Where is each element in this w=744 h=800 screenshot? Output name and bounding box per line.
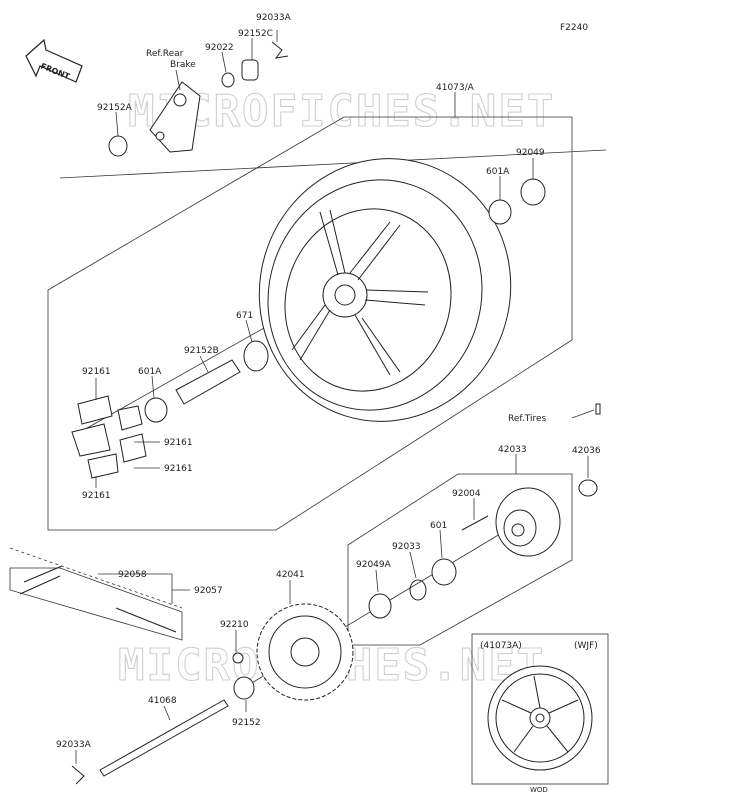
label-92161-r1: 92161 bbox=[164, 438, 193, 448]
inset-left-label: (41073A) bbox=[480, 641, 522, 651]
label-92057: 92057 bbox=[194, 586, 223, 596]
nut-92210 bbox=[232, 652, 244, 664]
inset-frame bbox=[471, 633, 609, 785]
label-92033: 92033 bbox=[392, 542, 421, 552]
label-ref-rear-brake-2: Brake bbox=[170, 60, 196, 70]
label-92152C: 92152C bbox=[238, 29, 273, 39]
bearing-601A-mid bbox=[144, 397, 168, 423]
label-601A-mid: 601A bbox=[138, 367, 162, 377]
rear-wheel bbox=[258, 158, 512, 422]
wheel-assembly-frame bbox=[47, 116, 573, 531]
stud-92004 bbox=[461, 515, 489, 531]
label-671: 671 bbox=[236, 311, 253, 321]
label-ref-rear-brake-1: Ref.Rear bbox=[146, 49, 184, 59]
valve-ref-tires bbox=[595, 403, 601, 415]
cap-42036 bbox=[578, 479, 598, 497]
seal-92049A bbox=[368, 593, 392, 619]
watermark-top: MICROFICHES.NET bbox=[128, 86, 555, 137]
brake-bracket bbox=[149, 81, 201, 153]
collar-92152C bbox=[241, 59, 259, 81]
label-ref-tires: Ref.Tires bbox=[508, 414, 547, 424]
label-92152B: 92152B bbox=[184, 346, 219, 356]
label-42041: 42041 bbox=[276, 570, 305, 580]
label-601A-top: 601A bbox=[486, 167, 510, 177]
inset-right-label: (WJF) bbox=[574, 641, 598, 651]
label-42033: 42033 bbox=[498, 445, 527, 455]
sprocket-42041 bbox=[256, 603, 354, 701]
o-ring-671 bbox=[243, 340, 269, 372]
chain-92057 bbox=[19, 565, 177, 633]
chain-frame bbox=[9, 567, 183, 641]
label-92049A: 92049A bbox=[356, 560, 392, 570]
label-41073A: 41073/A bbox=[436, 83, 475, 93]
label-92049: 92049 bbox=[516, 148, 545, 158]
label-92033A-bottom: 92033A bbox=[56, 740, 92, 750]
collar-92152 bbox=[233, 676, 255, 700]
circlip-92033 bbox=[409, 579, 427, 601]
label-92033A-top: 92033A bbox=[256, 13, 292, 23]
oil-seal-92022 bbox=[221, 72, 235, 88]
label-41068: 41068 bbox=[148, 696, 177, 706]
label-92004: 92004 bbox=[452, 489, 481, 499]
axle-41068 bbox=[99, 699, 229, 777]
label-92161-top: 92161 bbox=[82, 367, 111, 377]
clip-92033A-top bbox=[271, 41, 289, 59]
label-92022: 92022 bbox=[205, 43, 234, 53]
label-42036: 42036 bbox=[572, 446, 601, 456]
damper-set-92161 bbox=[71, 395, 147, 479]
collar-92152A bbox=[108, 135, 128, 157]
label-92152: 92152 bbox=[232, 718, 261, 728]
label-92058: 92058 bbox=[118, 570, 147, 580]
collar-92152B bbox=[175, 359, 241, 405]
bearing-601 bbox=[431, 558, 457, 586]
figure-code: F2240 bbox=[560, 23, 588, 33]
label-92161-r2: 92161 bbox=[164, 464, 193, 474]
sprocket-hub-42033 bbox=[495, 487, 561, 557]
bearing-601A-top bbox=[488, 199, 512, 225]
front-arrow-icon: FRONT bbox=[25, 38, 83, 83]
seal-92049 bbox=[520, 178, 546, 206]
inset-bottom-label: WOD bbox=[530, 786, 548, 794]
label-601: 601 bbox=[430, 521, 447, 531]
label-92161-bottom: 92161 bbox=[82, 491, 111, 501]
label-92152A: 92152A bbox=[97, 103, 133, 113]
inset-wheel bbox=[487, 665, 593, 771]
clip-92033A-bottom bbox=[71, 765, 85, 785]
label-92210: 92210 bbox=[220, 620, 249, 630]
